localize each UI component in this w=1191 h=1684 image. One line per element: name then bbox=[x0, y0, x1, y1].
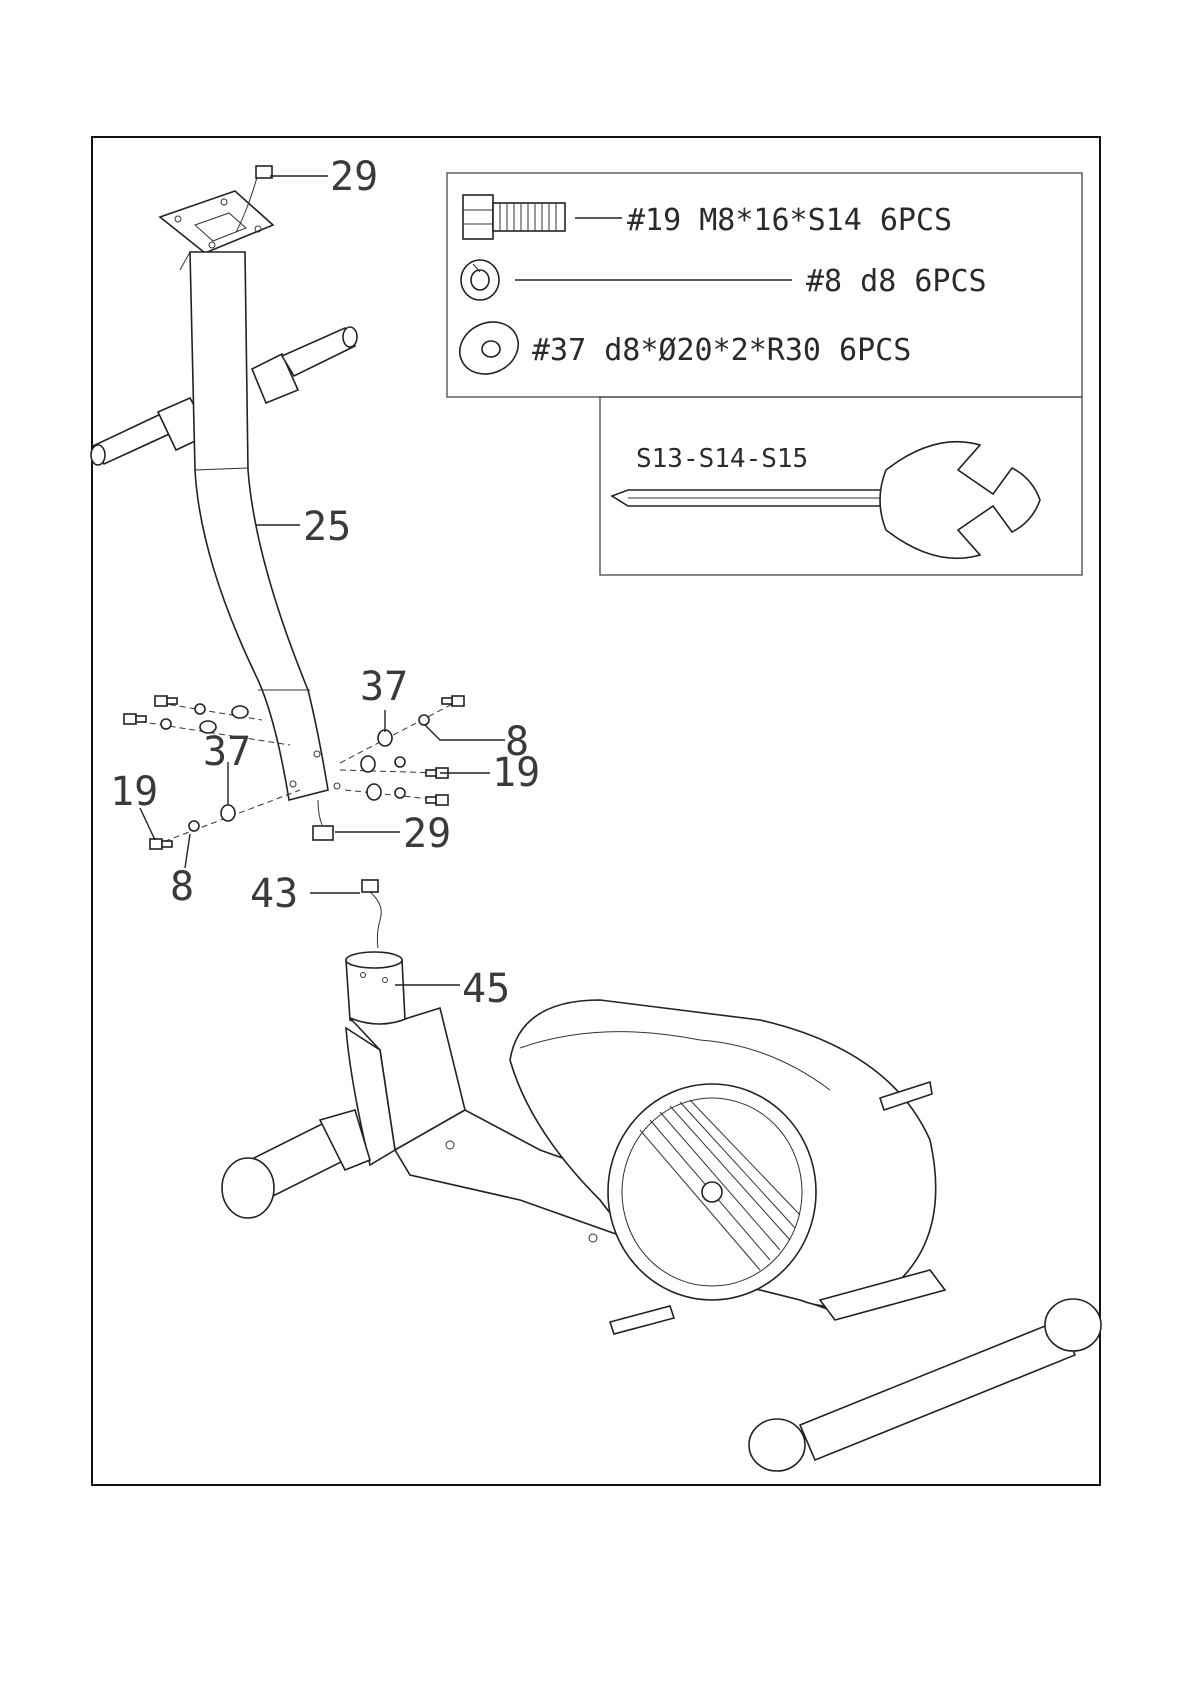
right-hardware-cluster bbox=[340, 696, 464, 805]
callout-sensor-bottom: 29 bbox=[403, 811, 451, 857]
hardware-bolt-text: #19 M8*16*S14 6PCS bbox=[627, 203, 952, 238]
bolt-icon bbox=[463, 195, 622, 239]
hardware-spring-washer-text: #8 d8 6PCS bbox=[806, 264, 987, 299]
sensor-connector-top bbox=[256, 166, 272, 178]
tool-size-text: S13-S14-S15 bbox=[636, 444, 808, 474]
callout-spring-washer-left: 8 bbox=[170, 864, 194, 910]
callout-cable: 43 bbox=[250, 871, 298, 917]
sensor-connector-bottom bbox=[313, 826, 333, 840]
callout-sensor-top: 29 bbox=[330, 154, 378, 200]
curved-washer-icon bbox=[451, 313, 527, 384]
tool-box: S13-S14-S15 bbox=[600, 397, 1082, 575]
callout-washer-right: 37 bbox=[360, 664, 408, 710]
callout-post: 45 bbox=[462, 966, 510, 1012]
spring-washer-icon bbox=[461, 260, 792, 300]
hardware-box: #19 M8*16*S14 6PCS #8 d8 6PCS #37 d8*Ø20… bbox=[447, 173, 1082, 397]
callout-bolt-left: 19 bbox=[110, 769, 158, 815]
cable-connector bbox=[362, 880, 378, 892]
callout-tube: 25 bbox=[303, 504, 351, 550]
elliptical-base: 45 bbox=[222, 952, 1101, 1471]
hardware-curved-washer-text: #37 d8*Ø20*2*R30 6PCS bbox=[532, 333, 911, 368]
callout-bolt-right: 19 bbox=[492, 750, 540, 796]
callout-washer-left: 37 bbox=[203, 729, 251, 775]
